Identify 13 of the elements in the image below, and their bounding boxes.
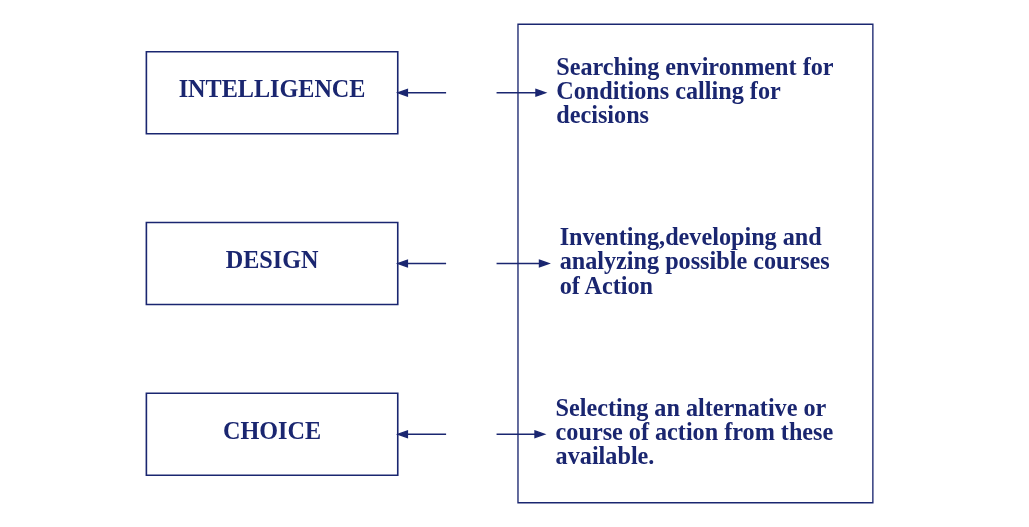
arrow bbox=[495, 259, 551, 268]
node-text: Inventing,developing and analyzing possible courses of Action bbox=[559, 223, 830, 299]
node-text: Searching environment for Conditions calling for decisions bbox=[555, 52, 834, 128]
arrow bbox=[495, 88, 547, 97]
node-box: CHOICE bbox=[145, 392, 399, 477]
arrow bbox=[395, 259, 447, 268]
node-text: Selecting an alternative or course of action from these available. bbox=[555, 393, 833, 470]
node-box: DESIGN bbox=[145, 221, 399, 306]
node-box: INTELLIGENCE bbox=[145, 50, 399, 135]
arrow bbox=[495, 430, 546, 439]
arrow bbox=[395, 88, 447, 97]
cluster bbox=[516, 23, 874, 504]
arrow bbox=[395, 430, 447, 439]
